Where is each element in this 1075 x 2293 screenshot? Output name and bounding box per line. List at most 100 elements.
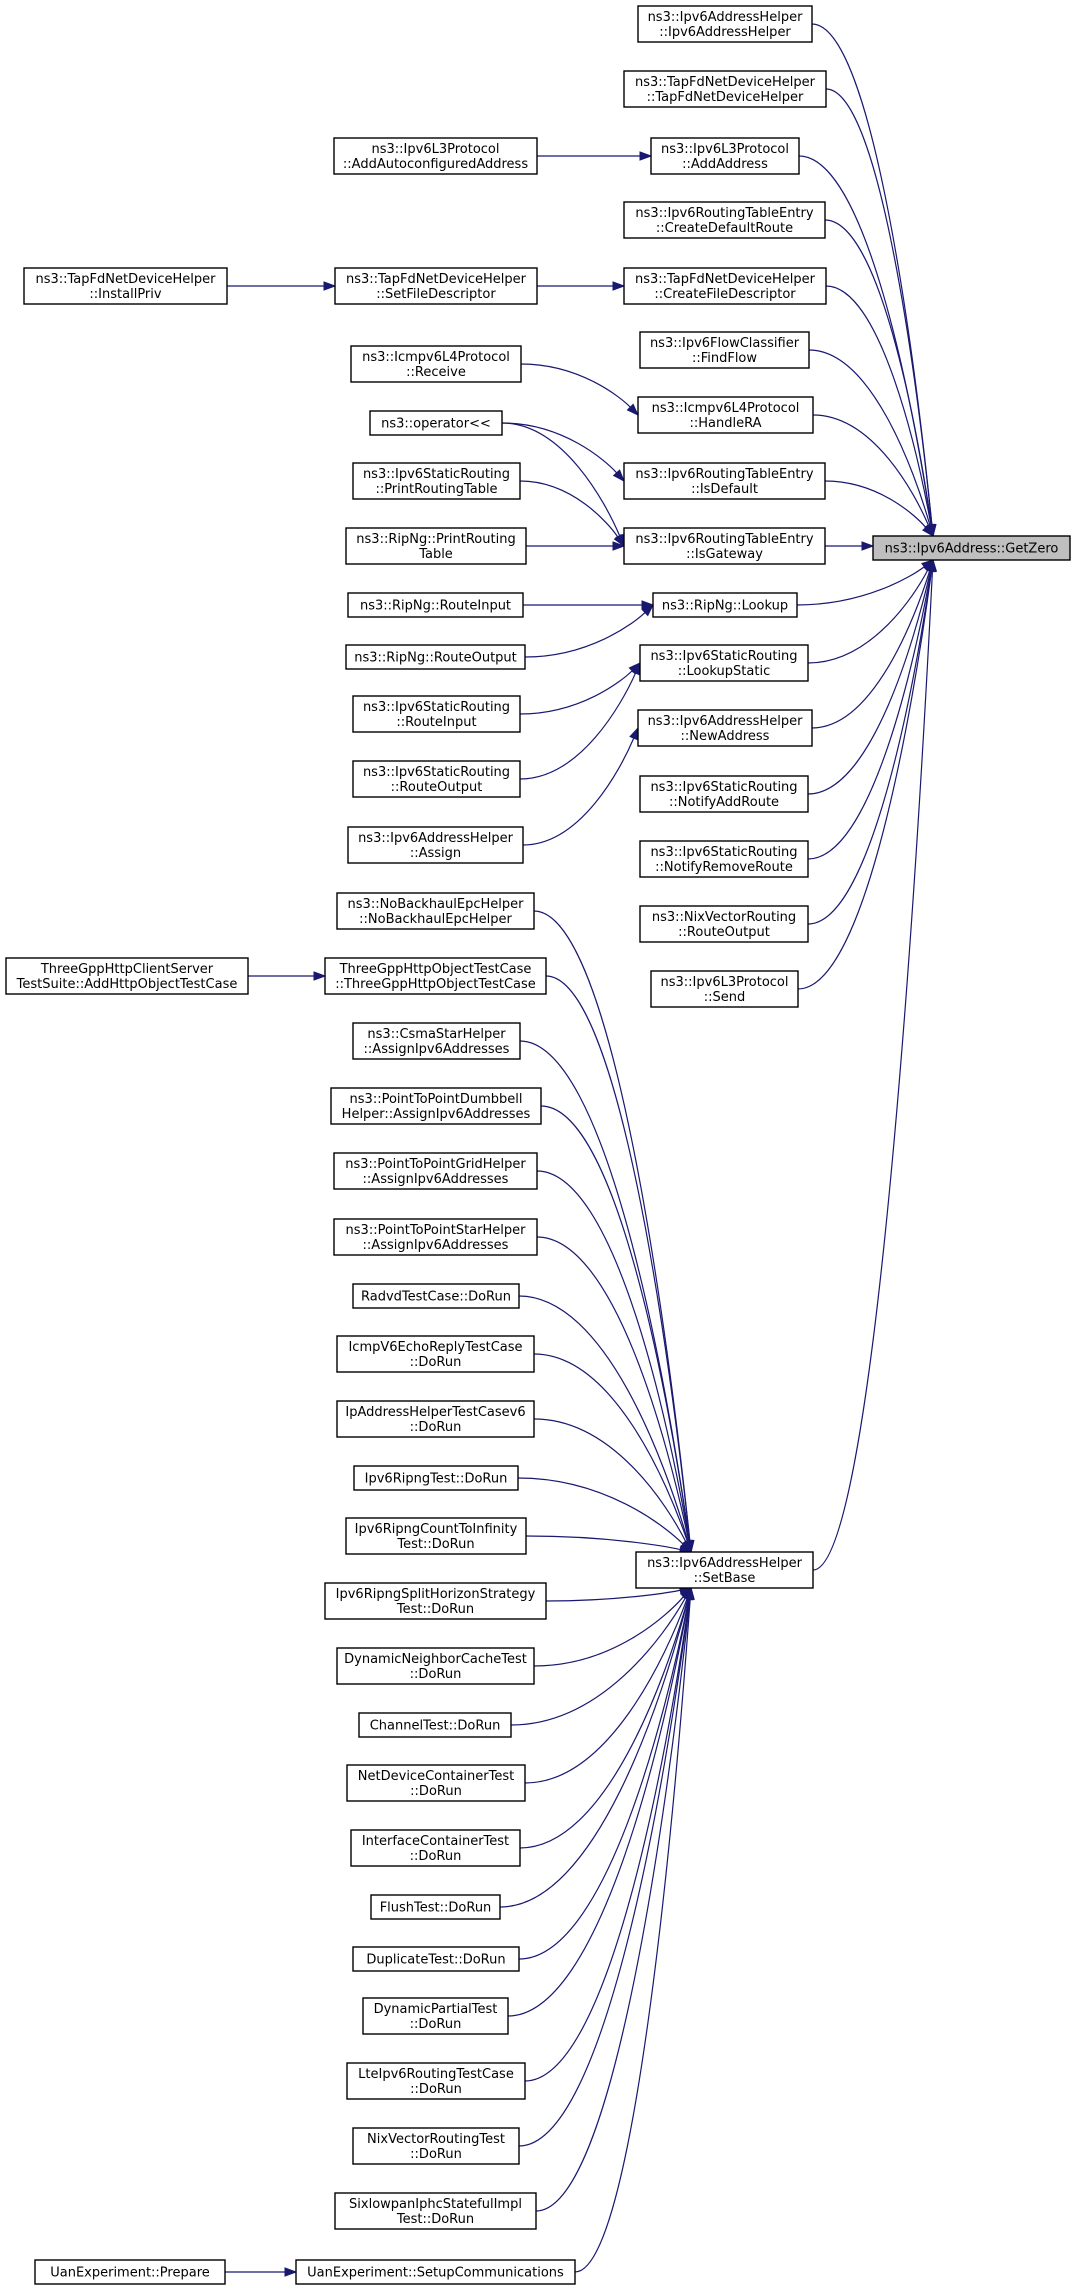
- node-static-notifyremove[interactable]: ns3::Ipv6StaticRouting::NotifyRemoveRout…: [639, 840, 809, 878]
- edge-icmp_receive-to-icmp_handlera: [520, 363, 631, 408]
- node-tapfd-createfiledesc[interactable]: ns3::TapFdNetDeviceHelper::CreateFileDes…: [623, 267, 827, 305]
- node-box: [362, 1997, 509, 2035]
- node-setbase[interactable]: ns3::Ipv6AddressHelper::SetBase: [635, 1551, 814, 1589]
- node-rte-isdefault[interactable]: ns3::Ipv6RoutingTableEntry::IsDefault: [623, 462, 826, 500]
- node-box: [334, 2192, 537, 2230]
- node-box: [352, 695, 521, 733]
- node-l3-addaddress[interactable]: ns3::Ipv6L3Protocol::AddAddress: [650, 137, 800, 175]
- node-tgpp-testcase[interactable]: ThreeGppHttpObjectTestCase::ThreeGppHttp…: [324, 957, 547, 995]
- node-nixtest-dorun[interactable]: NixVectorRoutingTest::DoRun: [352, 2127, 520, 2165]
- node-duplicatetest-dorun[interactable]: DuplicateTest::DoRun: [352, 1946, 520, 1972]
- node-label-line: LteIpv6RoutingTestCase: [358, 2067, 514, 2082]
- node-addrhelper-ctor[interactable]: ns3::Ipv6AddressHelper::Ipv6AddressHelpe…: [637, 5, 813, 43]
- node-label-line: ::NewAddress: [681, 729, 770, 744]
- node-ipaddrhelper-dorun[interactable]: IpAddressHelperTestCasev6::DoRun: [336, 1400, 535, 1438]
- node-label-line: ::DoRun: [410, 2082, 462, 2097]
- node-label-line: IpAddressHelperTestCasev6: [345, 1405, 525, 1420]
- node-l3-addautoconf[interactable]: ns3::Ipv6L3Protocol::AddAutoconfiguredAd…: [333, 137, 538, 175]
- node-box: [369, 410, 503, 436]
- node-flushtest-dorun[interactable]: FlushTest::DoRun: [370, 1894, 501, 1920]
- node-operator-ls[interactable]: ns3::operator<<: [369, 410, 503, 436]
- node-label-line: ::RouteOutput: [678, 925, 770, 940]
- node-addrhelper-newaddress[interactable]: ns3::Ipv6AddressHelper::NewAddress: [637, 709, 813, 747]
- node-radvd-dorun[interactable]: RadvdTestCase::DoRun: [352, 1283, 520, 1309]
- node-icmpecho-dorun[interactable]: IcmpV6EchoReplyTestCase::DoRun: [336, 1335, 535, 1373]
- edge-static_notifyadd-to-getzero: [807, 570, 932, 795]
- node-label-line: ::DoRun: [410, 2147, 462, 2162]
- edge-arrowhead: [639, 151, 653, 161]
- node-box: [353, 1465, 519, 1491]
- node-channeltest-dorun[interactable]: ChannelTest::DoRun: [358, 1712, 512, 1738]
- edge-dynpartial_dorun-to-setbase: [507, 1598, 690, 2017]
- node-label-line: ns3::Ipv6AddressHelper: [647, 1556, 803, 1571]
- node-box: [350, 345, 522, 383]
- node-tgpp-suite-add[interactable]: ThreeGppHttpClientServerTestSuite::AddHt…: [5, 957, 249, 995]
- node-rte-createdefault[interactable]: ns3::Ipv6RoutingTableEntry::CreateDefaul…: [623, 201, 826, 239]
- node-label-line: SixlowpanIphcStatefulImpl: [349, 2197, 522, 2212]
- node-tapfd-ctor[interactable]: ns3::TapFdNetDeviceHelper::TapFdNetDevic…: [623, 70, 827, 108]
- node-icmp-receive[interactable]: ns3::Icmpv6L4Protocol::Receive: [350, 345, 522, 383]
- node-dynpartial-dorun[interactable]: DynamicPartialTest::DoRun: [362, 1997, 509, 2035]
- edge-ipaddrhelper_dorun-to-setbase: [533, 1418, 687, 1543]
- node-label-line: ns3::Icmpv6L4Protocol: [652, 401, 800, 416]
- node-label-line: ::DoRun: [410, 1849, 462, 1864]
- node-label-line: InterfaceContainerTest: [362, 1834, 509, 1849]
- node-box: [370, 1894, 501, 1920]
- node-dynneighbor-dorun[interactable]: DynamicNeighborCacheTest::DoRun: [336, 1647, 535, 1685]
- node-uan-setupcomm[interactable]: UanExperiment::SetupCommunications: [295, 2259, 576, 2285]
- node-icmp-handlera[interactable]: ns3::Icmpv6L4Protocol::HandleRA: [637, 396, 814, 434]
- node-tapfd-installpriv[interactable]: ns3::TapFdNetDeviceHelper::InstallPriv: [23, 267, 228, 305]
- node-ripng-lookup[interactable]: ns3::RipNg::Lookup: [652, 592, 798, 618]
- node-tapfd-setfiledesc[interactable]: ns3::TapFdNetDeviceHelper::SetFileDescri…: [334, 267, 538, 305]
- node-p2pstar-assign[interactable]: ns3::PointToPointStarHelper::AssignIpv6A…: [333, 1218, 538, 1256]
- node-static-routeinput[interactable]: ns3::Ipv6StaticRouting::RouteInput: [352, 695, 521, 733]
- node-label-line: ns3::Icmpv6L4Protocol: [362, 350, 510, 365]
- edge-arrowhead: [685, 1586, 695, 1600]
- node-label-line: ::NoBackhaulEpcHelper: [359, 912, 512, 927]
- node-static-lookupstatic[interactable]: ns3::Ipv6StaticRouting::LookupStatic: [639, 644, 809, 682]
- node-label-line: ::DoRun: [410, 2017, 462, 2032]
- node-static-notifyadd[interactable]: ns3::Ipv6StaticRouting::NotifyAddRoute: [639, 775, 809, 813]
- node-box: [358, 1712, 512, 1738]
- node-getzero[interactable]: ns3::Ipv6Address::GetZero: [872, 535, 1071, 561]
- edge-addrhelper_newaddress-to-getzero: [811, 570, 931, 729]
- node-label-line: ns3::PointToPointGridHelper: [345, 1157, 526, 1172]
- node-label-line: ns3::TapFdNetDeviceHelper: [35, 272, 216, 287]
- node-label-line: UanExperiment::SetupCommunications: [307, 2266, 564, 2281]
- node-label-line: ::Receive: [406, 365, 466, 380]
- node-label-line: ns3::Ipv6RoutingTableEntry: [635, 467, 813, 482]
- edge-p2pdumbbell_assign-to-setbase: [540, 1105, 691, 1542]
- edge-netdevcontainer_dorun-to-setbase: [524, 1598, 688, 1784]
- node-ripngtest-dorun[interactable]: Ipv6RipngTest::DoRun: [353, 1465, 519, 1491]
- node-box: [352, 1946, 520, 1972]
- node-uan-prepare[interactable]: UanExperiment::Prepare: [34, 2259, 226, 2285]
- node-csmastar-assign[interactable]: ns3::CsmaStarHelper::AssignIpv6Addresses: [352, 1022, 521, 1060]
- node-label-line: ns3::Ipv6RoutingTableEntry: [635, 532, 813, 547]
- node-p2pgrid-assign[interactable]: ns3::PointToPointGridHelper::AssignIpv6A…: [333, 1152, 538, 1190]
- node-ifcontainer-dorun[interactable]: InterfaceContainerTest::DoRun: [350, 1829, 521, 1867]
- node-nix-routeoutput[interactable]: ns3::NixVectorRouting::RouteOutput: [639, 905, 809, 943]
- node-label-line: Ipv6RipngCountToInfinity: [355, 1522, 518, 1537]
- node-box: [352, 1022, 521, 1060]
- node-addrhelper-assign[interactable]: ns3::Ipv6AddressHelper::Assign: [347, 826, 524, 864]
- node-rte-isgateway[interactable]: ns3::Ipv6RoutingTableEntry::IsGateway: [623, 527, 826, 565]
- node-label-line: IcmpV6EchoReplyTestCase: [348, 1340, 522, 1355]
- node-p2pdumbbell-assign[interactable]: ns3::PointToPointDumbbellHelper::AssignI…: [330, 1087, 542, 1125]
- node-flowclassifier-findflow[interactable]: ns3::Ipv6FlowClassifier::FindFlow: [639, 331, 810, 369]
- edge-p2pstar_assign-to-setbase: [536, 1236, 690, 1542]
- node-label-line: ns3::Ipv6AddressHelper: [358, 831, 514, 846]
- node-static-routeoutput[interactable]: ns3::Ipv6StaticRouting::RouteOutput: [352, 760, 521, 798]
- node-netdevcontainer-dorun[interactable]: NetDeviceContainerTest::DoRun: [346, 1764, 526, 1802]
- node-nobackhaul[interactable]: ns3::NoBackhaulEpcHelper::NoBackhaulEpcH…: [336, 892, 535, 930]
- node-ripng-routeinput[interactable]: ns3::RipNg::RouteInput: [347, 592, 524, 618]
- node-l3-send[interactable]: ns3::Ipv6L3Protocol::Send: [650, 970, 799, 1008]
- node-ripng-printrt[interactable]: ns3::RipNg::PrintRoutingTable: [345, 527, 527, 565]
- node-static-printrt[interactable]: ns3::Ipv6StaticRouting::PrintRoutingTabl…: [352, 462, 521, 500]
- node-label-line: ::SetFileDescriptor: [376, 287, 496, 302]
- node-lteipv6-dorun[interactable]: LteIpv6RoutingTestCase::DoRun: [346, 2062, 526, 2100]
- node-ripng-routeoutput[interactable]: ns3::RipNg::RouteOutput: [345, 644, 526, 670]
